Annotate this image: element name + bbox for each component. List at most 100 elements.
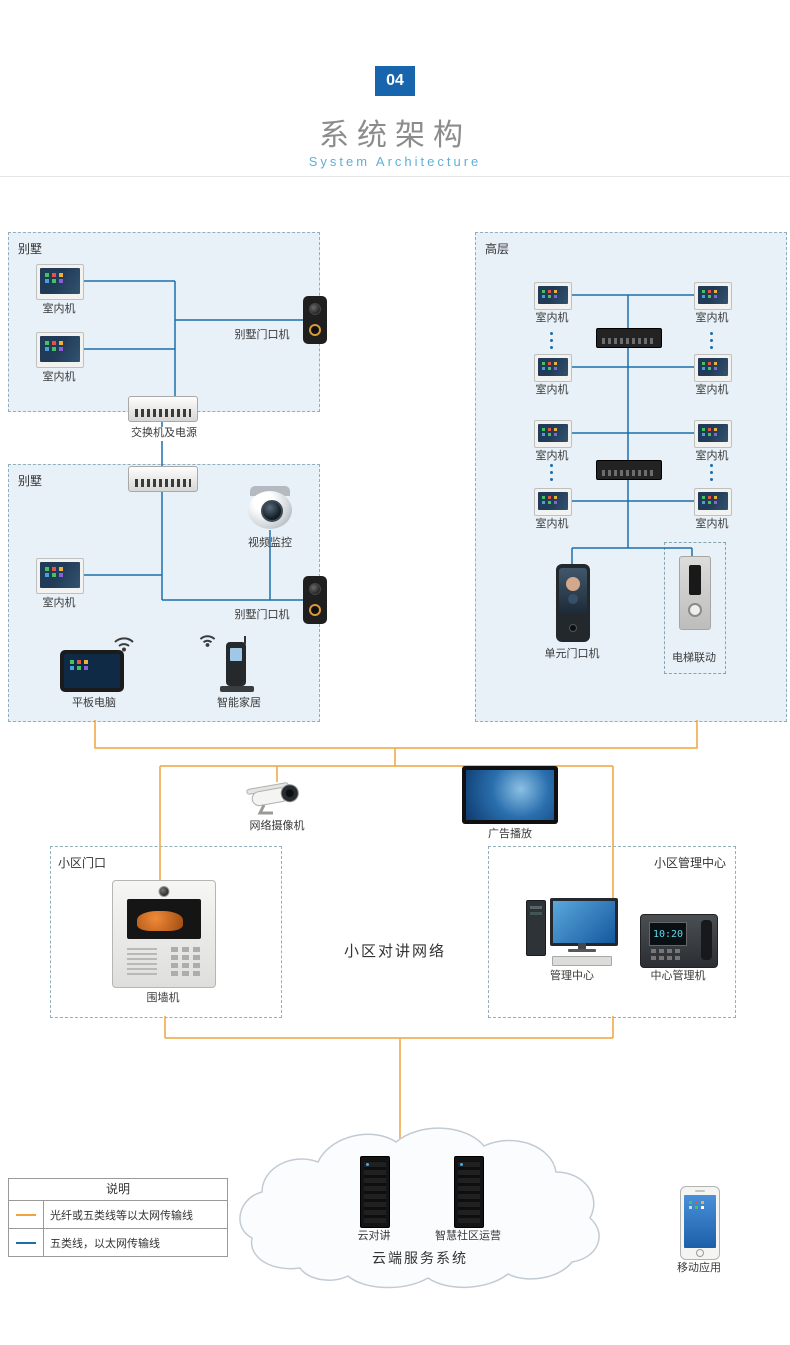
fiber-line-swatch bbox=[9, 1201, 44, 1228]
keypad-icon bbox=[171, 947, 178, 952]
call-button-icon bbox=[309, 324, 321, 336]
wifi-icon bbox=[199, 635, 216, 647]
home-button-icon bbox=[696, 1249, 704, 1257]
indoor-monitor bbox=[694, 420, 732, 448]
indoor-monitor bbox=[534, 488, 572, 516]
face-icon bbox=[566, 577, 580, 591]
indoor-monitor bbox=[36, 264, 84, 300]
pc-monitor bbox=[550, 898, 618, 946]
elevator-controller bbox=[679, 556, 711, 630]
wifi-icon bbox=[114, 637, 134, 652]
phone-keys-icon bbox=[651, 949, 656, 953]
switch-ports bbox=[135, 479, 191, 487]
unit-door-station bbox=[556, 564, 590, 642]
intercom-network-label: 小区对讲网络 bbox=[343, 943, 446, 960]
indoor-monitor-label: 室内机 bbox=[695, 450, 729, 462]
unit-door-station-label: 单元门口机 bbox=[544, 648, 600, 660]
central-management-phone: 10:20 bbox=[640, 914, 718, 968]
fiber-line-label: 光纤或五类线等以太网传输线 bbox=[50, 1209, 193, 1222]
network-camera-label: 网络摄像机 bbox=[249, 820, 305, 832]
monitor-screen bbox=[698, 286, 728, 304]
page-subtitle: System Architecture bbox=[308, 154, 482, 169]
legend-item-cat5: 五类线，以太网传输线 bbox=[9, 1228, 227, 1256]
dome-camera bbox=[246, 486, 294, 530]
wall-station bbox=[112, 880, 216, 988]
camera-lens-icon bbox=[309, 583, 321, 595]
ellipsis-icon bbox=[710, 464, 713, 467]
app-icons bbox=[702, 496, 705, 499]
app-icons bbox=[542, 496, 545, 499]
villa-door-station bbox=[303, 296, 327, 344]
indoor-monitor bbox=[534, 354, 572, 382]
highrise-zone-label: 高层 bbox=[485, 242, 510, 256]
indoor-monitor-label: 室内机 bbox=[535, 384, 569, 396]
villa2-zone-label: 别墅 bbox=[18, 474, 43, 488]
camera-lens-icon bbox=[309, 303, 321, 315]
indoor-monitor bbox=[36, 558, 84, 594]
monitor-screen bbox=[40, 268, 80, 294]
switch-ports bbox=[602, 338, 656, 344]
face-screen bbox=[559, 568, 587, 614]
led-icon bbox=[460, 1163, 463, 1166]
legend: 说明 光纤或五类线等以太网传输线 五类线，以太网传输线 bbox=[8, 1178, 228, 1257]
management-pc bbox=[526, 898, 618, 966]
header-divider bbox=[0, 176, 790, 177]
handset-base bbox=[220, 686, 254, 692]
legend-item-fiber: 光纤或五类线等以太网传输线 bbox=[9, 1201, 227, 1228]
wall-station-screen bbox=[127, 899, 201, 939]
cat5-line-icon bbox=[16, 1241, 36, 1244]
cloud-intercom-server bbox=[360, 1156, 390, 1228]
monitor-screen bbox=[538, 492, 568, 510]
controller-button-icon bbox=[688, 603, 702, 617]
page-title: 系统架构 bbox=[319, 119, 471, 152]
cloud-system-title: 云端服务系统 bbox=[372, 1250, 468, 1266]
central-management-label: 中心管理机 bbox=[650, 970, 706, 982]
monitor-screen bbox=[40, 336, 80, 362]
monitor-base bbox=[568, 949, 596, 952]
indoor-monitor-label: 室内机 bbox=[535, 312, 569, 324]
app-icons bbox=[702, 290, 705, 293]
phone-screen bbox=[684, 1195, 716, 1248]
monitor-stand bbox=[578, 943, 586, 949]
indoor-monitor bbox=[694, 488, 732, 516]
villa1-zone bbox=[8, 232, 320, 412]
villa-door-station-label: 别墅门口机 bbox=[234, 329, 290, 341]
fiber-line-icon bbox=[16, 1213, 36, 1216]
cat5-line-swatch bbox=[9, 1229, 44, 1256]
indoor-monitor bbox=[534, 282, 572, 310]
smart-home-handset bbox=[220, 636, 254, 692]
floor-switch-device bbox=[596, 328, 662, 348]
mobile-app-label: 移动应用 bbox=[677, 1262, 721, 1274]
monitor-screen bbox=[40, 562, 80, 588]
phone-screen: 10:20 bbox=[649, 922, 687, 946]
antenna-icon bbox=[244, 636, 246, 644]
app-icons bbox=[45, 273, 49, 277]
indoor-monitor-label: 室内机 bbox=[535, 450, 569, 462]
app-icons bbox=[542, 362, 545, 365]
indoor-monitor-label: 室内机 bbox=[695, 384, 729, 396]
elevator-subzone bbox=[664, 542, 726, 674]
switch-ports bbox=[135, 409, 191, 417]
indoor-monitor-label: 室内机 bbox=[42, 303, 76, 315]
phone-handset bbox=[701, 920, 712, 960]
community-operation-label: 智慧社区运营 bbox=[435, 1230, 501, 1242]
smart-home-label: 智能家居 bbox=[217, 697, 261, 709]
speaker-grille bbox=[127, 947, 157, 975]
monitor-screen bbox=[698, 358, 728, 376]
indoor-monitor bbox=[36, 332, 84, 368]
call-button-icon bbox=[309, 604, 321, 616]
ellipsis-icon bbox=[550, 332, 553, 335]
villa-door-station-label: 别墅门口机 bbox=[234, 609, 290, 621]
app-icons bbox=[45, 567, 49, 571]
ellipsis-icon bbox=[710, 332, 713, 335]
camera-lens-icon bbox=[158, 886, 170, 897]
monitor-screen bbox=[538, 358, 568, 376]
monitor-screen bbox=[698, 492, 728, 510]
car-image bbox=[137, 911, 183, 931]
earpiece-icon bbox=[695, 1190, 705, 1192]
indoor-monitor-label: 室内机 bbox=[535, 518, 569, 530]
app-icons bbox=[542, 428, 545, 431]
bullet-camera bbox=[246, 782, 299, 815]
elevator-label: 电梯联动 bbox=[672, 652, 716, 664]
